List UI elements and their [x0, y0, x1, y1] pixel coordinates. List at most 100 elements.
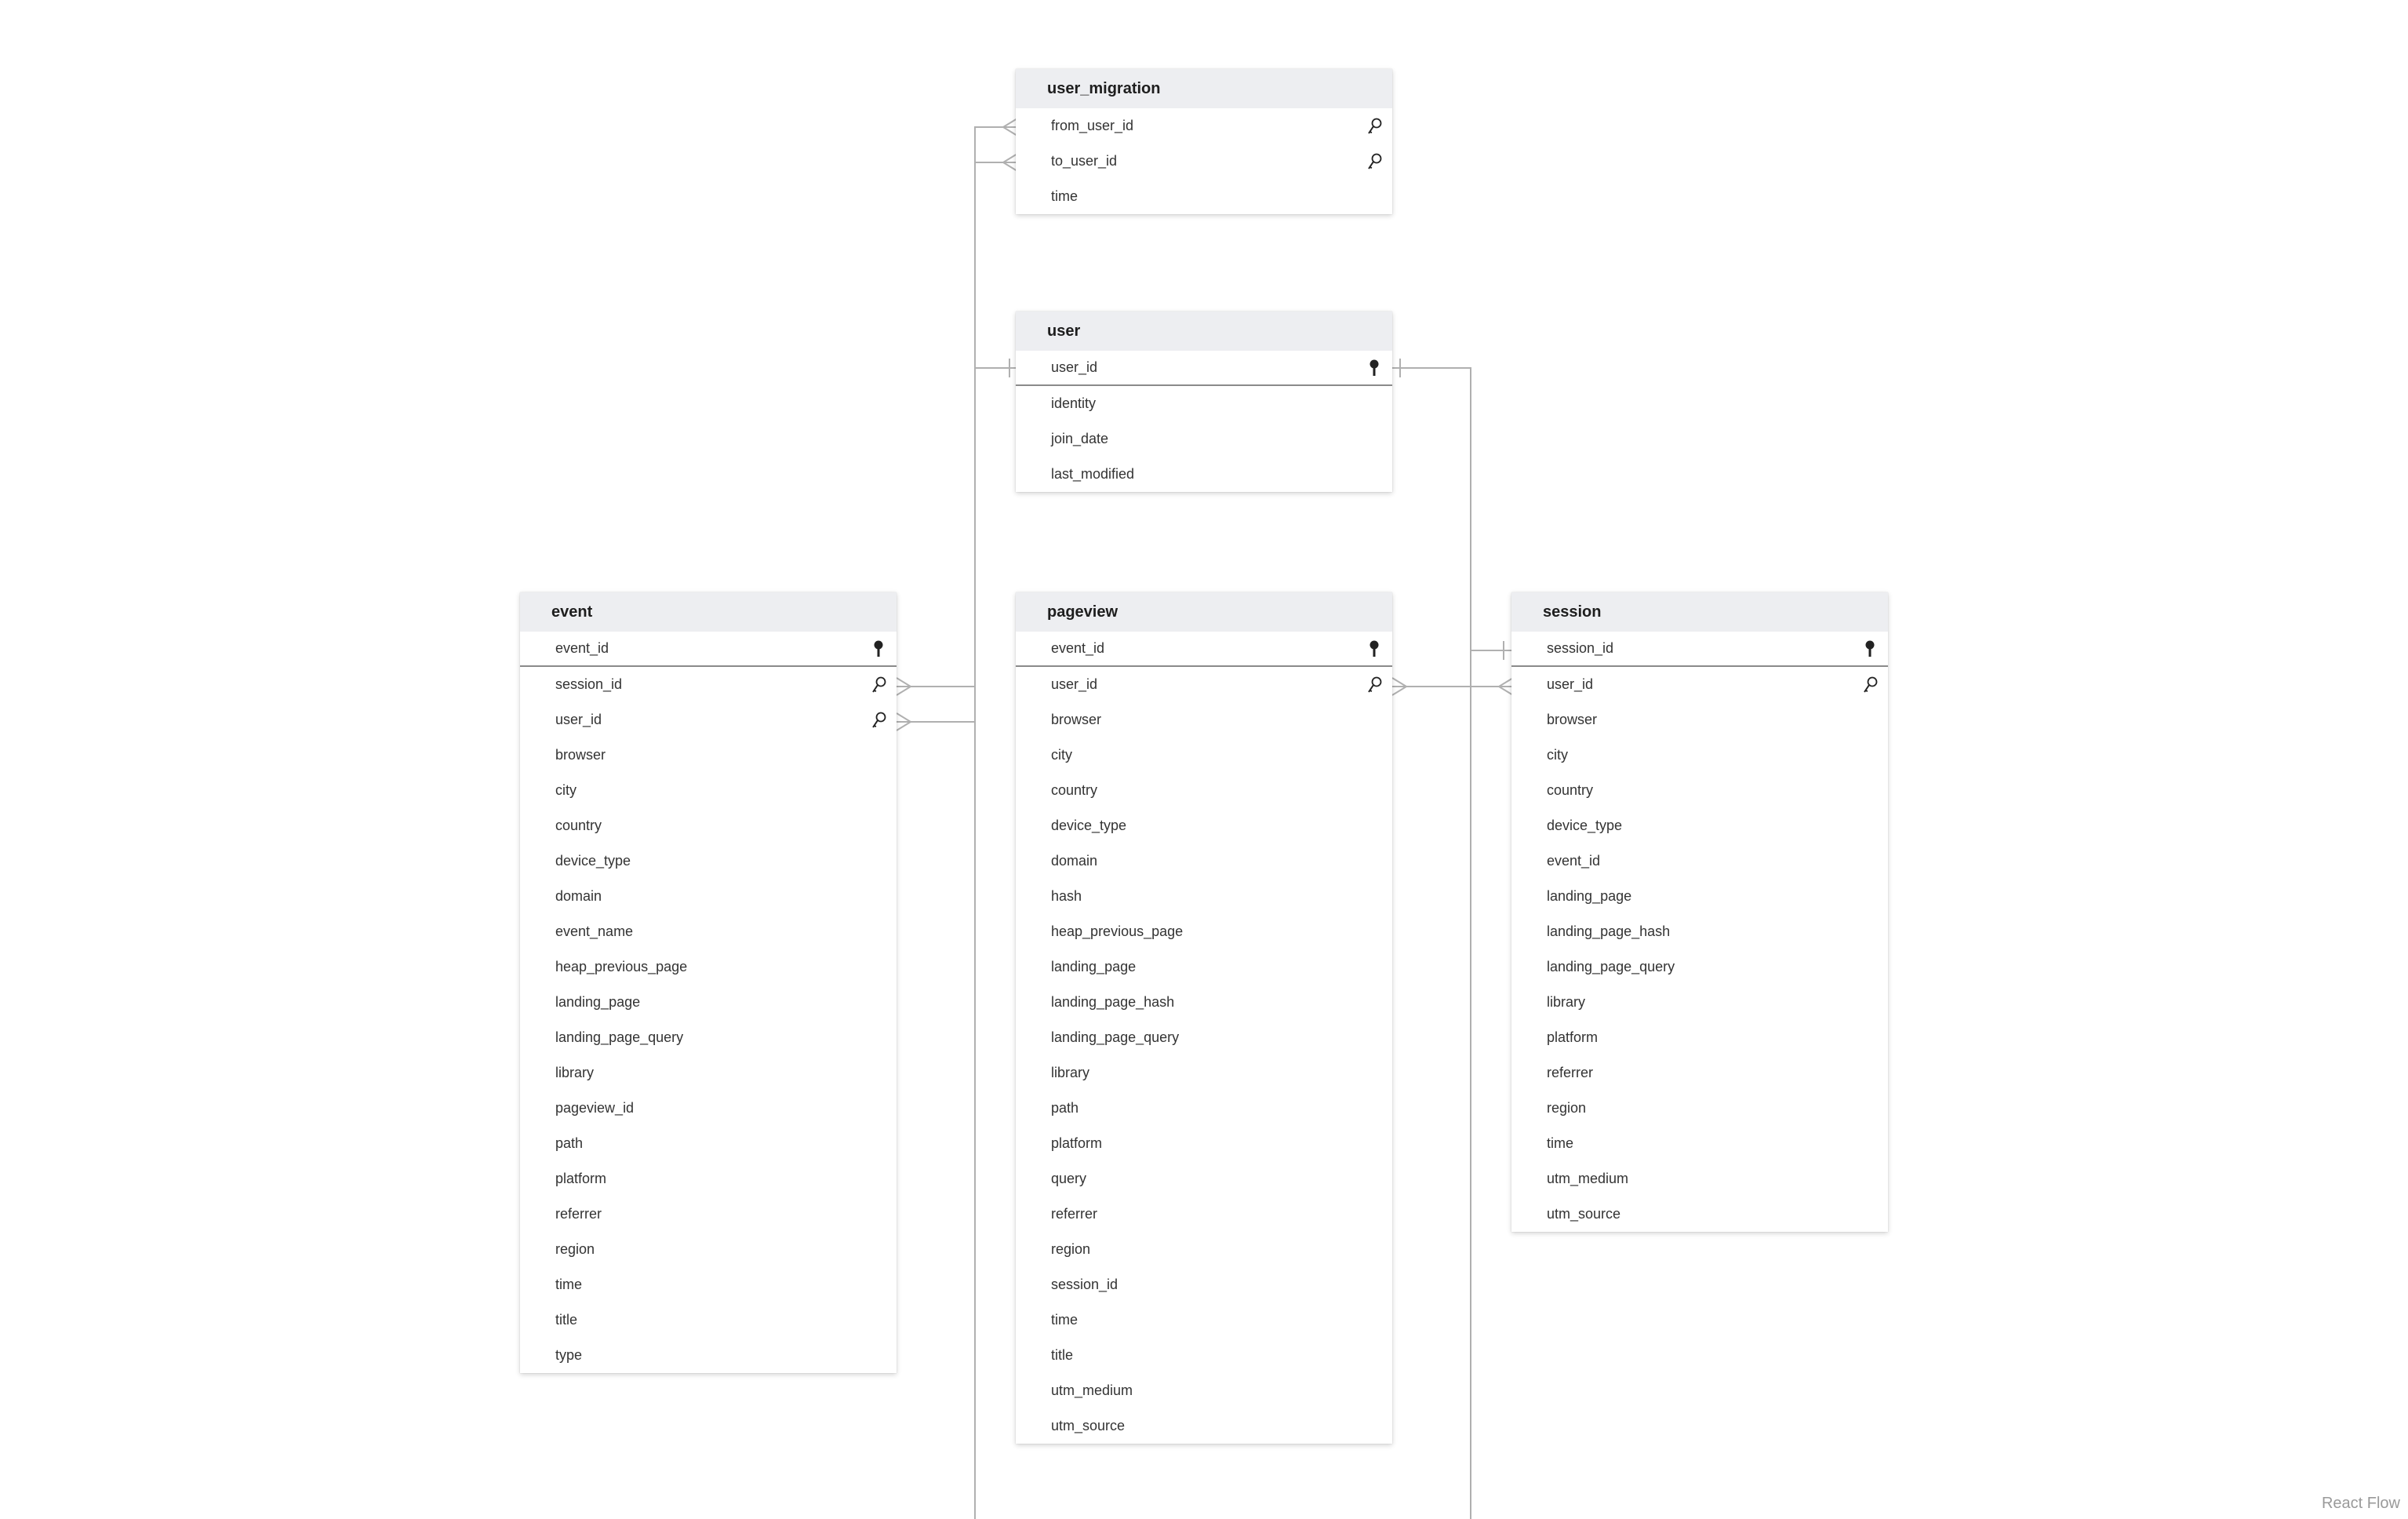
crows-foot-marker: [896, 712, 911, 723]
column-row[interactable]: query: [1016, 1161, 1392, 1197]
table-header[interactable]: session: [1511, 592, 1888, 632]
column-row[interactable]: utm_medium: [1016, 1373, 1392, 1408]
column-row[interactable]: country: [1511, 773, 1888, 808]
column-row[interactable]: platform: [520, 1161, 897, 1197]
column-row[interactable]: landing_page: [1511, 879, 1888, 914]
column-name: domain: [555, 888, 602, 904]
column-row[interactable]: heap_previous_page: [520, 949, 897, 985]
column-row[interactable]: library: [520, 1055, 897, 1091]
column-row[interactable]: last_modified: [1016, 457, 1392, 492]
column-row[interactable]: from_user_id: [1016, 108, 1392, 144]
column-row[interactable]: type: [520, 1338, 897, 1373]
column-row[interactable]: event_id: [1016, 632, 1392, 667]
column-name: landing_page_query: [1051, 1029, 1180, 1045]
column-row[interactable]: user_id: [1511, 667, 1888, 702]
column-row[interactable]: landing_page_hash: [1016, 985, 1392, 1020]
column-name: country: [555, 818, 602, 833]
column-row[interactable]: session_id: [1511, 632, 1888, 667]
column-row[interactable]: identity: [1016, 386, 1392, 421]
column-row[interactable]: landing_page_query: [1016, 1020, 1392, 1055]
crows-foot-marker: [1498, 686, 1514, 696]
column-name: landing_page: [555, 994, 641, 1010]
column-name: region: [1051, 1241, 1091, 1257]
column-row[interactable]: session_id: [1016, 1267, 1392, 1302]
column-name: utm_medium: [1051, 1382, 1133, 1398]
column-row[interactable]: time: [1016, 1302, 1392, 1338]
column-row[interactable]: landing_page: [520, 985, 897, 1020]
column-name: event_id: [1051, 640, 1105, 656]
column-row[interactable]: path: [1016, 1091, 1392, 1126]
column-row[interactable]: city: [1016, 738, 1392, 773]
column-row[interactable]: utm_source: [1511, 1197, 1888, 1232]
column-row[interactable]: title: [520, 1302, 897, 1338]
column-row[interactable]: browser: [520, 738, 897, 773]
column-name: query: [1051, 1171, 1087, 1186]
crows-foot-marker: [896, 721, 911, 731]
column-row[interactable]: region: [520, 1232, 897, 1267]
column-row[interactable]: region: [1016, 1232, 1392, 1267]
column-row[interactable]: device_type: [1511, 808, 1888, 843]
column-name: last_modified: [1051, 466, 1135, 482]
column-row[interactable]: pageview_id: [520, 1091, 897, 1126]
column-name: device_type: [1051, 818, 1127, 833]
column-row[interactable]: landing_page_query: [1511, 949, 1888, 985]
column-row[interactable]: library: [1511, 985, 1888, 1020]
column-row[interactable]: event_id: [520, 632, 897, 667]
column-row[interactable]: referrer: [1511, 1055, 1888, 1091]
column-row[interactable]: hash: [1016, 879, 1392, 914]
column-row[interactable]: browser: [1016, 702, 1392, 738]
column-row[interactable]: platform: [1511, 1020, 1888, 1055]
column-row[interactable]: to_user_id: [1016, 144, 1392, 179]
column-row[interactable]: title: [1016, 1338, 1392, 1373]
column-row[interactable]: device_type: [520, 843, 897, 879]
column-row[interactable]: user_id: [520, 702, 897, 738]
column-row[interactable]: join_date: [1016, 421, 1392, 457]
column-row[interactable]: event_id: [1511, 843, 1888, 879]
column-name: user_id: [1547, 676, 1594, 692]
column-row[interactable]: city: [520, 773, 897, 808]
column-row[interactable]: referrer: [520, 1197, 897, 1232]
column-row[interactable]: domain: [520, 879, 897, 914]
column-row[interactable]: browser: [1511, 702, 1888, 738]
key-icon: [1366, 358, 1383, 378]
column-row[interactable]: landing_page_query: [520, 1020, 897, 1055]
crows-foot-marker: [1002, 153, 1018, 163]
column-row[interactable]: event_name: [520, 914, 897, 949]
column-row[interactable]: domain: [1016, 843, 1392, 879]
column-row[interactable]: landing_page: [1016, 949, 1392, 985]
column-row[interactable]: country: [1016, 773, 1392, 808]
key-icon: [1366, 639, 1383, 659]
column-row[interactable]: region: [1511, 1091, 1888, 1126]
column-row[interactable]: library: [1016, 1055, 1392, 1091]
table-header[interactable]: user: [1016, 311, 1392, 351]
column-row[interactable]: device_type: [1016, 808, 1392, 843]
table-header[interactable]: event: [520, 592, 897, 632]
table-header[interactable]: pageview: [1016, 592, 1392, 632]
column-row[interactable]: heap_previous_page: [1016, 914, 1392, 949]
column-name: country: [1547, 782, 1594, 798]
column-row[interactable]: time: [1511, 1126, 1888, 1161]
column-row[interactable]: user_id: [1016, 351, 1392, 386]
column-row[interactable]: platform: [1016, 1126, 1392, 1161]
column-row[interactable]: referrer: [1016, 1197, 1392, 1232]
table-header[interactable]: user_migration: [1016, 69, 1392, 108]
column-row[interactable]: path: [520, 1126, 897, 1161]
edge-trunk-right: [1392, 367, 1471, 1519]
column-row[interactable]: session_id: [520, 667, 897, 702]
column-row[interactable]: time: [520, 1267, 897, 1302]
column-row[interactable]: user_id: [1016, 667, 1392, 702]
column-row[interactable]: utm_medium: [1511, 1161, 1888, 1197]
column-row[interactable]: time: [1016, 179, 1392, 214]
react-flow-attribution[interactable]: React Flow: [2321, 1495, 2400, 1512]
key-icon: [1861, 639, 1879, 659]
column-row[interactable]: utm_source: [1016, 1408, 1392, 1444]
column-name: landing_page_hash: [1051, 994, 1175, 1010]
column-row[interactable]: city: [1511, 738, 1888, 773]
column-row[interactable]: country: [520, 808, 897, 843]
column-row[interactable]: landing_page_hash: [1511, 914, 1888, 949]
